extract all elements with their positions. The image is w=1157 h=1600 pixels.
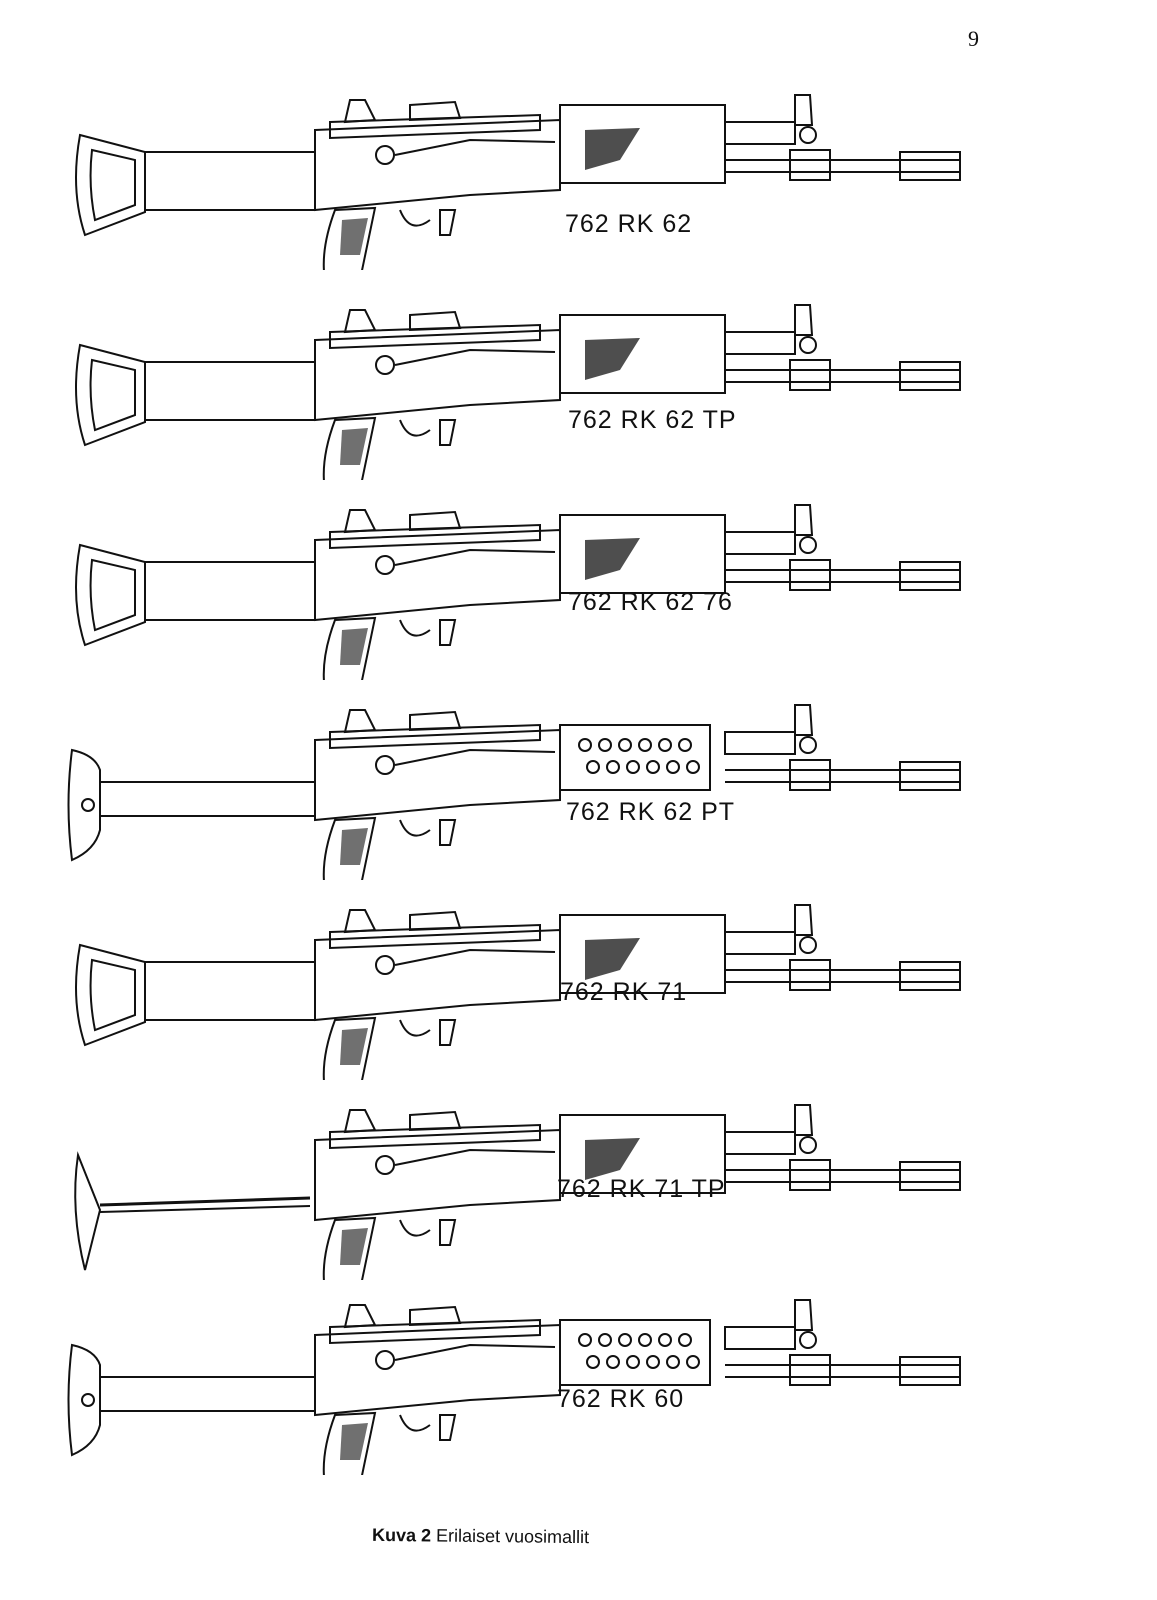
rifle-drawing <box>75 504 961 680</box>
rifle-drawing <box>74 1104 961 1280</box>
rifle-drawing <box>75 904 961 1080</box>
rifle-figure: 762 RK 71 <box>0 870 1157 1080</box>
rifle-label: 762 RK 62 TP <box>568 406 737 434</box>
rifle-label: 762 RK 62 <box>565 210 693 238</box>
rifle-drawing <box>67 1299 961 1475</box>
rifle-figure: 762 RK 62 PT <box>0 670 1157 880</box>
rifle-figure: 762 RK 62 76 <box>0 470 1157 680</box>
caption-number: Kuva 2 <box>371 1524 432 1546</box>
rifle-drawing <box>67 704 961 880</box>
rifle-label: 762 RK 71 <box>560 978 688 1006</box>
figure-caption: Kuva 2 Erilaiset vuosimallit <box>372 1525 589 1548</box>
rifle-drawing <box>75 304 961 480</box>
rifle-label: 762 RK 62 PT <box>566 798 736 826</box>
rifle-label: 762 RK 62 76 <box>568 588 733 616</box>
rifle-drawing <box>75 94 961 270</box>
rifle-label: 762 RK 71 TP <box>557 1175 726 1203</box>
rifle-figure: 762 RK 62 <box>0 60 1157 270</box>
rifle-figure: 762 RK 60 <box>0 1265 1157 1475</box>
page-number: 9 <box>968 26 979 51</box>
caption-text: Erilaiset vuosimallit <box>435 1525 590 1548</box>
rifle-figure: 762 RK 62 TP <box>0 270 1157 480</box>
rifle-figure: 762 RK 71 TP <box>0 1070 1157 1280</box>
rifle-label: 762 RK 60 <box>557 1385 685 1413</box>
